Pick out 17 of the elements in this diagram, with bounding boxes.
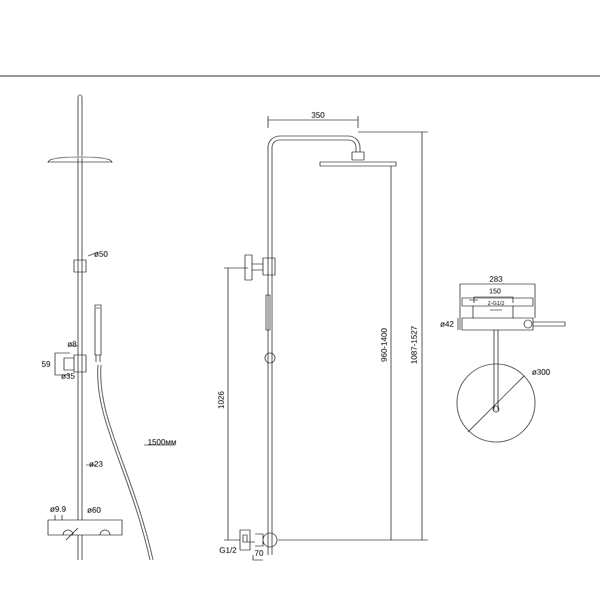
dimension-label: ø23 <box>89 461 103 467</box>
dimension-label: 1026 <box>218 391 224 408</box>
dimension-label: G1/2 <box>220 547 236 553</box>
dimension-label: ø50 <box>94 251 108 257</box>
dimension-label: ø9.9 <box>50 506 66 512</box>
dimension-label: ø35 <box>61 373 75 379</box>
dimension-label: 1500мм <box>148 439 176 445</box>
dimension-label: 350 <box>312 112 324 118</box>
dimension-label: ø42 <box>440 321 454 327</box>
dimension-label: ø300 <box>532 369 550 375</box>
dimension-label: ø8 <box>68 341 76 347</box>
dimension-label: ø60 <box>87 507 101 513</box>
dimension-label: 960-1400 <box>381 328 387 362</box>
dimension-label: 59 <box>42 361 50 367</box>
dimension-label: 1087-1527 <box>411 326 417 364</box>
dimension-label: 70 <box>254 550 264 556</box>
dimension-label: 283 <box>490 276 502 282</box>
